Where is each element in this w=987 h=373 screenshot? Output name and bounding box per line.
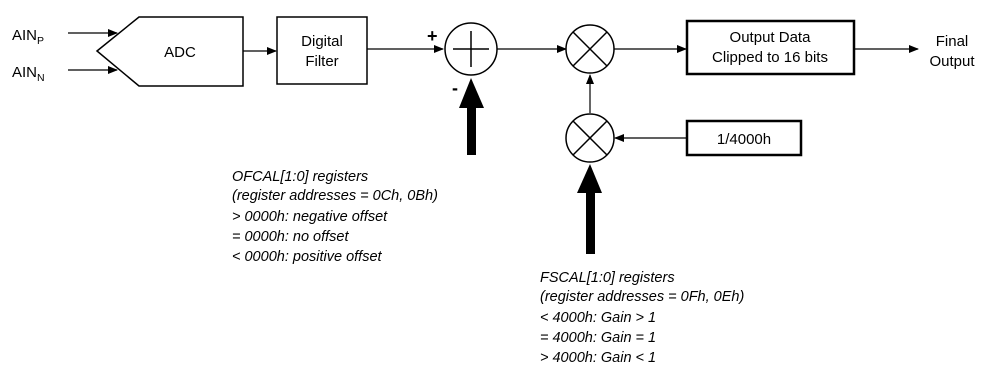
fscal-note: FSCAL[1:0] registers (register addresses… xyxy=(540,270,748,366)
fscal-note-line: > 4000h: Gain < 1 xyxy=(540,350,656,366)
output-data-label-line1: Output Data xyxy=(730,29,812,46)
digital-filter-label-line2: Filter xyxy=(305,53,338,70)
constant-block xyxy=(685,119,803,157)
ofcal-note-line: (register addresses = 0Ch, 0Bh) xyxy=(232,188,438,204)
ofcal-note-line: = 0000h: no offset xyxy=(232,229,349,245)
plus-sign: + xyxy=(427,26,438,46)
fscal-note-line: < 4000h: Gain > 1 xyxy=(540,310,656,326)
multiplier-2-x-icon-b xyxy=(572,120,608,156)
final-output-label-line2: Output xyxy=(929,53,975,70)
fscal-note-line: FSCAL[1:0] registers xyxy=(540,270,675,286)
output-data-block xyxy=(685,19,856,76)
digital-filter-label-line1: Digital xyxy=(301,33,343,50)
minus-sign: - xyxy=(452,78,458,98)
ainn-label: AINN xyxy=(12,64,45,84)
constant-label: 1/4000h xyxy=(717,131,771,148)
adc-label: ADC xyxy=(164,44,196,61)
ofcal-note-line: OFCAL[1:0] registers xyxy=(232,169,368,185)
ofcal-arrow-shaft xyxy=(467,108,476,155)
ofcal-note: OFCAL[1:0] registers (register addresses… xyxy=(232,169,442,265)
fscal-note-line: = 4000h: Gain = 1 xyxy=(540,330,656,346)
final-output-label-line1: Final xyxy=(936,33,969,50)
fscal-note-line: (register addresses = 0Fh, 0Eh) xyxy=(540,289,744,305)
ainp-label: AINP xyxy=(12,27,44,47)
multiplier-1-x-icon-b xyxy=(572,31,608,67)
ofcal-note-line: > 0000h: negative offset xyxy=(232,209,388,225)
fscal-arrow-shaft xyxy=(586,193,595,254)
output-data-label-line2: Clipped to 16 bits xyxy=(712,49,828,66)
digital-filter-block xyxy=(276,16,368,85)
ofcal-arrow-head xyxy=(459,78,484,108)
ofcal-note-line: < 0000h: positive offset xyxy=(232,249,383,265)
fscal-arrow-head xyxy=(577,164,602,193)
